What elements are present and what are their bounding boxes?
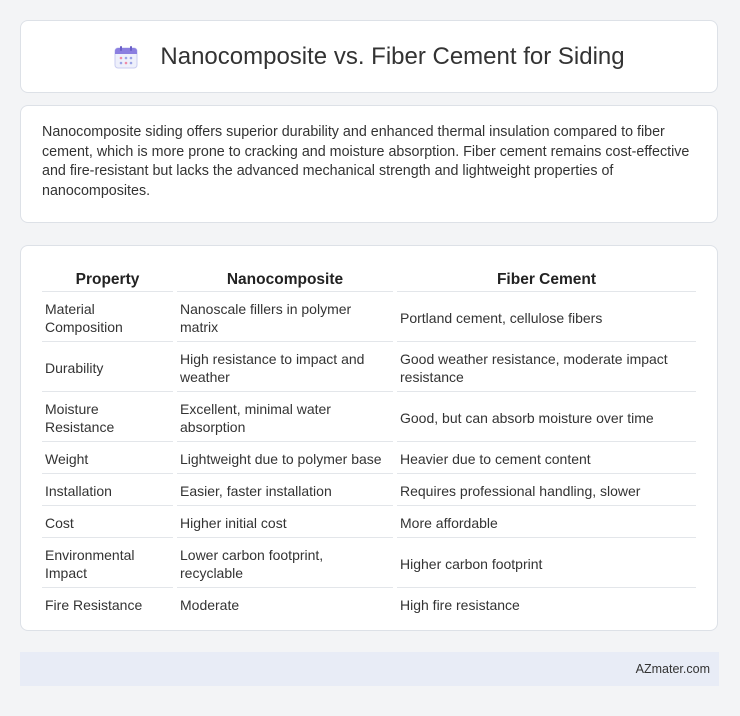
cell-nanocomposite: Easier, faster installation <box>177 476 393 506</box>
table-row: Cost Higher initial cost More affordable <box>42 508 696 538</box>
calendar-icon <box>114 45 138 68</box>
cell-nanocomposite: Moderate <box>180 597 240 613</box>
table-row: Material Composition Nanoscale fillers i… <box>42 294 696 342</box>
cell-fiber-cement: More affordable <box>397 508 696 538</box>
cell-nanocomposite: Nanoscale fillers in polymer matrix <box>177 294 393 342</box>
cell-property: Material Composition <box>42 294 173 342</box>
cell-property: Environmental Impact <box>42 540 173 588</box>
cell-fiber-cement: Heavier due to cement content <box>397 444 696 474</box>
cell-fiber-cement: Requires professional handling, slower <box>397 476 696 506</box>
table-row: Fire Resistance Moderate High fire resis… <box>42 590 696 619</box>
cell-property: Cost <box>42 508 173 538</box>
cell-nanocomposite: Excellent, minimal water absorption <box>177 394 393 442</box>
header-nanocomposite: Nanocomposite <box>177 266 393 292</box>
summary-card: Nanocomposite siding offers superior dur… <box>20 105 718 223</box>
table-row: Moisture Resistance Excellent, minimal w… <box>42 394 696 442</box>
summary-text: Nanocomposite siding offers superior dur… <box>42 124 690 199</box>
cell-fiber-cement: High fire resistance <box>400 597 520 613</box>
page-title: Nanocomposite vs. Fiber Cement for Sidin… <box>160 42 625 70</box>
title-wrap: Nanocomposite vs. Fiber Cement for Sidin… <box>113 42 625 71</box>
cell-fiber-cement: Good weather resistance, moderate impact… <box>397 344 696 392</box>
table-row: Environmental Impact Lower carbon footpr… <box>42 540 696 588</box>
comparison-table-card: Property Nanocomposite Fiber Cement Mate… <box>20 245 718 631</box>
cell-property: Installation <box>42 476 173 506</box>
table-row: Weight Lightweight due to polymer base H… <box>42 444 696 474</box>
cell-fiber-cement: Higher carbon footprint <box>397 540 696 588</box>
cell-fiber-cement: Good, but can absorb moisture over time <box>397 394 696 442</box>
cell-property: Weight <box>42 444 173 474</box>
cell-property: Fire Resistance <box>45 597 143 613</box>
cell-fiber-cement: Portland cement, cellulose fibers <box>397 294 696 342</box>
cell-nanocomposite: High resistance to impact and weather <box>177 344 393 392</box>
header-fiber-cement: Fiber Cement <box>397 266 696 292</box>
table-header-row: Property Nanocomposite Fiber Cement <box>42 266 696 292</box>
cell-nanocomposite: Lower carbon footprint, recyclable <box>177 540 393 588</box>
footer-brand: AZmater.com <box>635 662 710 676</box>
table-row: Installation Easier, faster installation… <box>42 476 696 506</box>
header-property: Property <box>42 266 173 292</box>
cell-nanocomposite: Higher initial cost <box>177 508 393 538</box>
comparison-table: Property Nanocomposite Fiber Cement Mate… <box>38 264 700 621</box>
cell-property: Moisture Resistance <box>42 394 173 442</box>
cell-property: Durability <box>42 344 173 392</box>
table-row: Durability High resistance to impact and… <box>42 344 696 392</box>
title-card: Nanocomposite vs. Fiber Cement for Sidin… <box>20 20 718 93</box>
footer: AZmater.com <box>20 652 719 686</box>
cell-nanocomposite: Lightweight due to polymer base <box>177 444 393 474</box>
